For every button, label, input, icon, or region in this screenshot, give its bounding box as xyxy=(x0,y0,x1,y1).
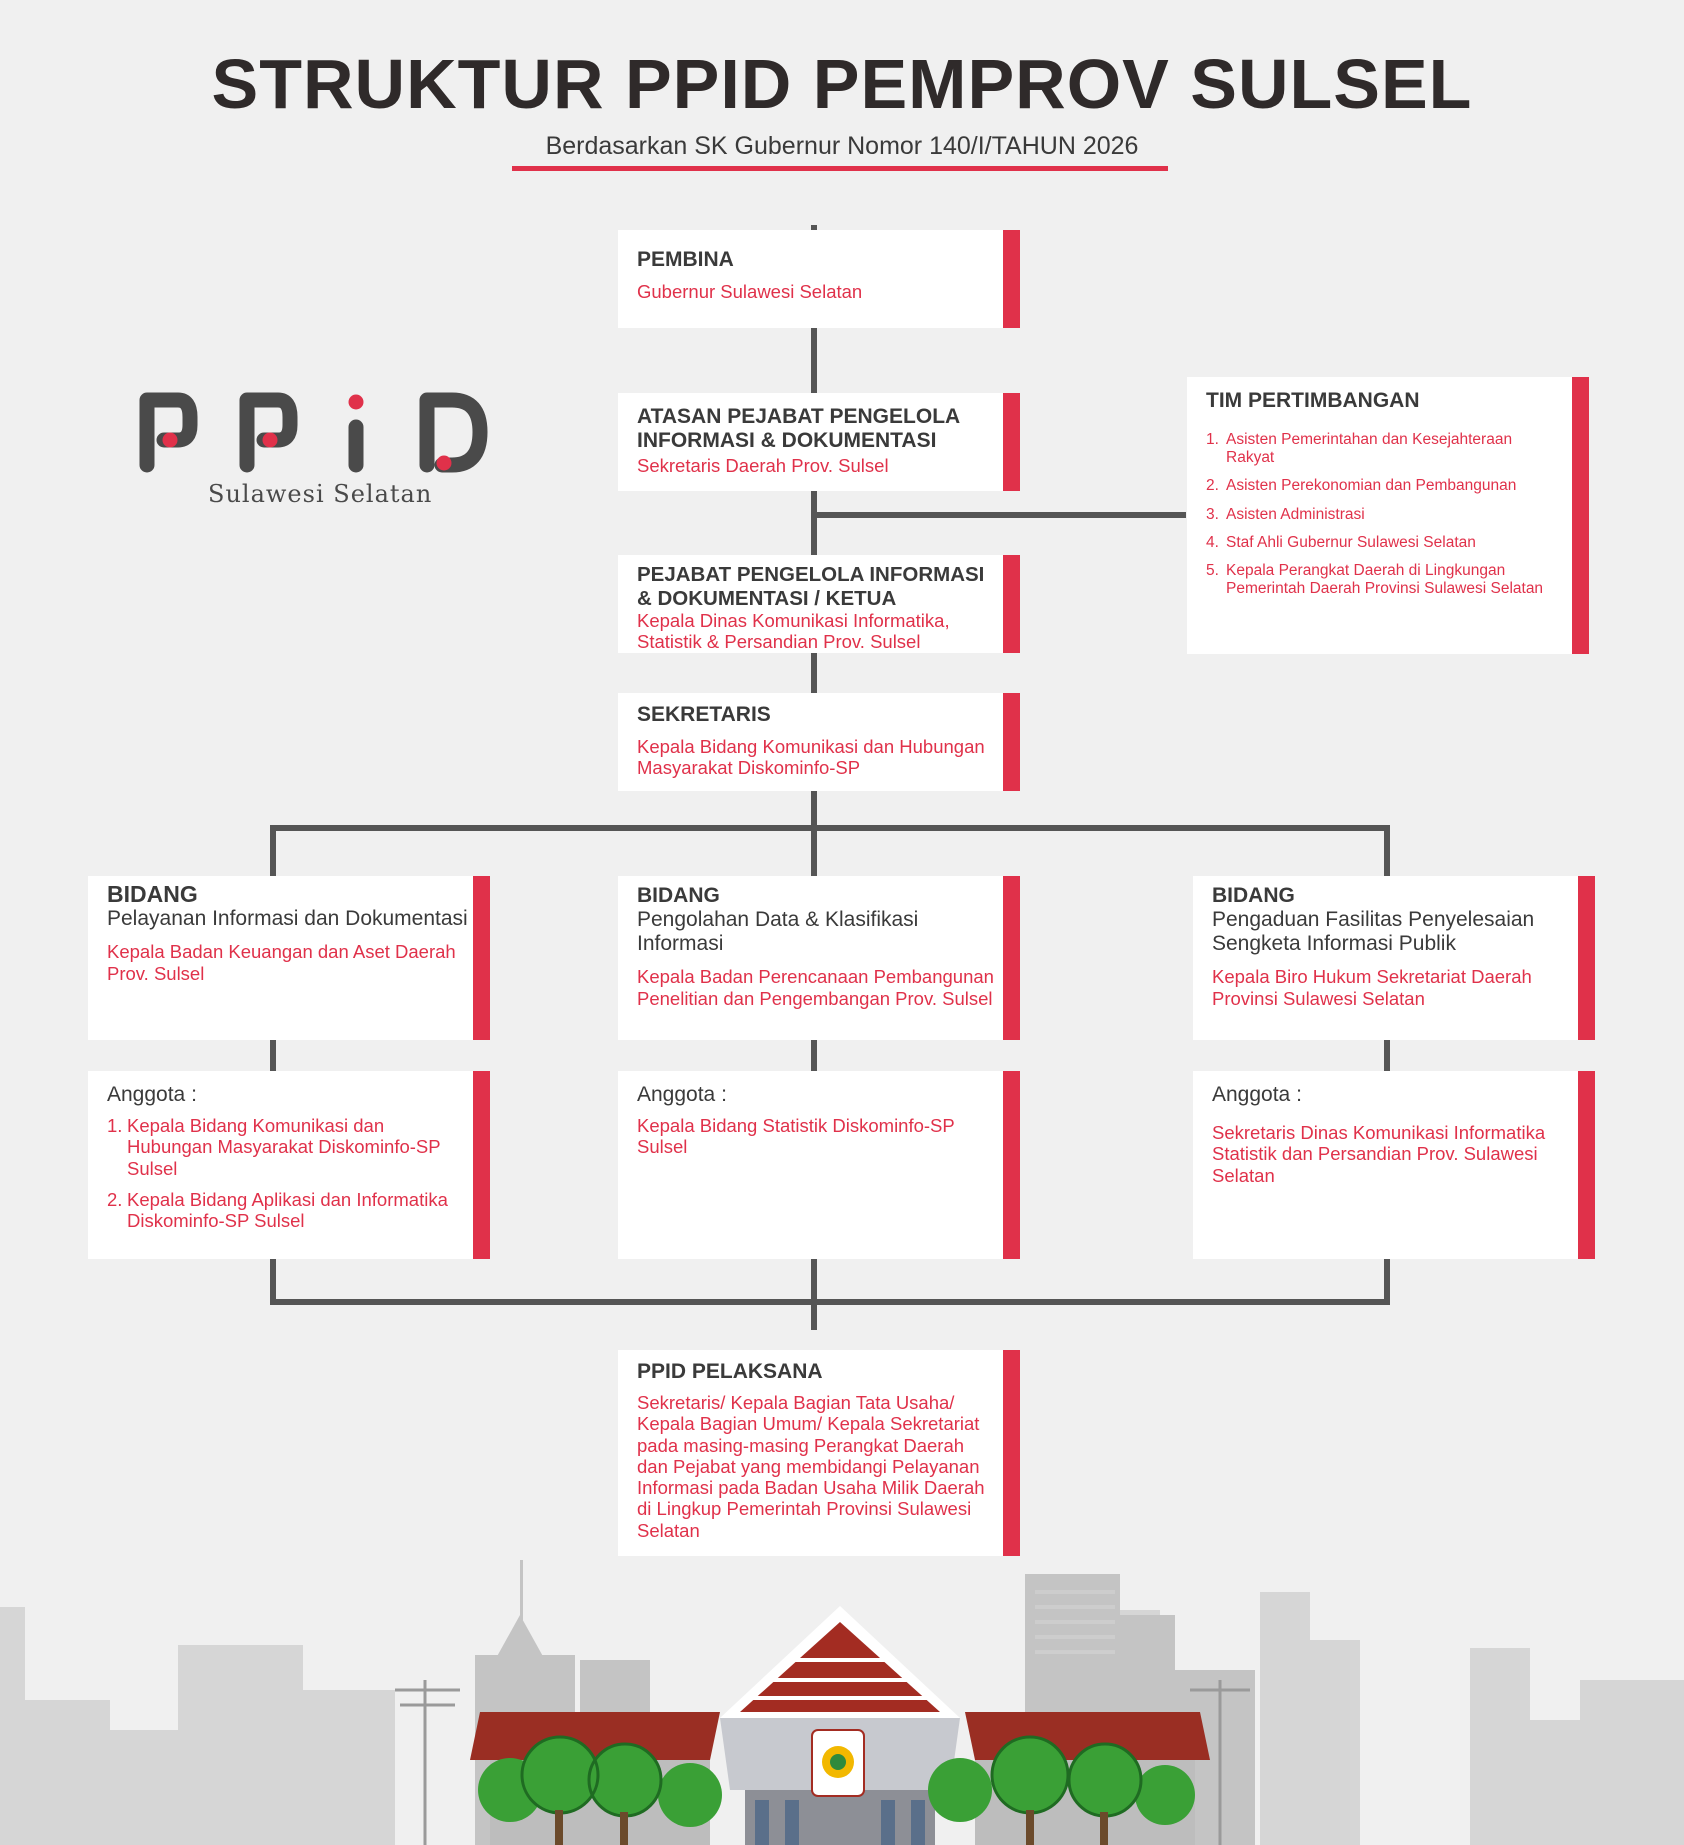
connector-line xyxy=(1384,825,1390,1305)
anggota-right-item: Sekretaris Dinas Komunikasi Informatika … xyxy=(1212,1122,1546,1186)
subtitle-underline xyxy=(512,166,1168,171)
pelaksana-title: PPID PELAKSANA xyxy=(637,1360,823,1383)
anggota-middle-item: Kepala Bidang Statistik Diskominfo-SP Su… xyxy=(637,1115,955,1158)
list-item: Kepala Perangkat Daerah di Lingkungan Pe… xyxy=(1206,561,1544,597)
sekretaris-name: Kepala Bidang Komunikasi dan Hubungan Ma… xyxy=(637,736,985,779)
bidang-name: Pengolahan Data & Klasifikasi Informasi xyxy=(637,908,919,956)
page-title: STRUKTUR PPID PEMPROV SULSEL xyxy=(211,45,1473,123)
anggota-label: Anggota : xyxy=(1212,1083,1302,1106)
bidang-head: Kepala Badan Keuangan dan Aset Daerah Pr… xyxy=(107,941,456,984)
anggota-label: Anggota : xyxy=(637,1083,727,1106)
anggota-left-box: Anggota : Kepala Bidang Komunikasi dan H… xyxy=(88,1071,490,1259)
anggota-list: Kepala Bidang Komunikasi dan Hubungan Ma… xyxy=(107,1115,468,1231)
tim-pertimbangan-box: TIM PERTIMBANGAN Asisten Pemerintahan da… xyxy=(1187,377,1589,654)
pejabat-name: Kepala Dinas Komunikasi Informatika, Sta… xyxy=(637,610,950,653)
list-item: Kepala Bidang Komunikasi dan Hubungan Ma… xyxy=(107,1115,441,1179)
pejabat-title: PEJABAT PENGELOLA INFORMASI & DOKUMENTAS… xyxy=(637,563,985,610)
pembina-name: Gubernur Sulawesi Selatan xyxy=(637,281,863,303)
bidang-head: Kepala Badan Perencanaan Pembangunan Pen… xyxy=(637,966,994,1009)
bidang-name: Pengaduan Fasilitas Penyelesaian Sengket… xyxy=(1212,908,1535,956)
pelaksana-name: Sekretaris/ Kepala Bagian Tata Usaha/ Ke… xyxy=(637,1392,985,1541)
tim-list: Asisten Pemerintahan dan Kesejahteraan R… xyxy=(1206,431,1563,598)
sekretaris-box: SEKRETARIS Kepala Bidang Komunikasi dan … xyxy=(618,693,1020,791)
page-subtitle: Berdasarkan SK Gubernur Nomor 140/I/TAHU… xyxy=(545,132,1139,160)
list-item: Asisten Pemerintahan dan Kesejahteraan R… xyxy=(1206,431,1513,467)
connector-line xyxy=(270,825,1390,831)
pelaksana-box: PPID PELAKSANA Sekretaris/ Kepala Bagian… xyxy=(618,1350,1020,1556)
list-item: Asisten Administrasi xyxy=(1206,505,1365,524)
bidang-left-box: BIDANG Pelayanan Informasi dan Dokumenta… xyxy=(88,876,490,1040)
atasan-box: ATASAN PEJABAT PENGELOLA INFORMASI & DOK… xyxy=(618,393,1020,491)
pejabat-box: PEJABAT PENGELOLA INFORMASI & DOKUMENTAS… xyxy=(618,555,1020,653)
bidang-name: Pelayanan Informasi dan Dokumentasi xyxy=(107,907,468,931)
list-item: Staf Ahli Gubernur Sulawesi Selatan xyxy=(1206,533,1476,552)
list-item: Kepala Bidang Aplikasi dan Informatika D… xyxy=(107,1188,448,1232)
atasan-title: ATASAN PEJABAT PENGELOLA INFORMASI & DOK… xyxy=(637,405,960,453)
ppid-logo-icon xyxy=(139,392,488,473)
anggota-middle-box: Anggota : Kepala Bidang Statistik Diskom… xyxy=(618,1071,1020,1259)
bidang-middle-box: BIDANG Pengolahan Data & Klasifikasi Inf… xyxy=(618,876,1020,1040)
atasan-name: Sekretaris Daerah Prov. Sulsel xyxy=(637,455,889,477)
anggota-label: Anggota : xyxy=(107,1083,197,1106)
connector-line xyxy=(270,825,276,1305)
logo-caption: Sulawesi Selatan xyxy=(208,480,433,508)
bidang-right-box: BIDANG Pengaduan Fasilitas Penyelesaian … xyxy=(1193,876,1595,1040)
pembina-box: PEMBINA Gubernur Sulawesi Selatan xyxy=(618,230,1020,328)
pembina-title: PEMBINA xyxy=(637,248,734,271)
sekretaris-title: SEKRETARIS xyxy=(637,703,771,726)
bidang-label: BIDANG xyxy=(107,881,198,907)
bidang-label: BIDANG xyxy=(1212,884,1295,907)
tim-title: TIM PERTIMBANGAN xyxy=(1206,389,1420,412)
city-skyline-illustration xyxy=(0,1560,1684,1845)
connector-line xyxy=(270,1299,1390,1305)
anggota-right-box: Anggota : Sekretaris Dinas Komunikasi In… xyxy=(1193,1071,1595,1259)
connector-line xyxy=(814,512,1186,518)
bidang-label: BIDANG xyxy=(637,884,720,907)
list-item: Asisten Perekonomian dan Pembangunan xyxy=(1206,477,1517,495)
bidang-head: Kepala Biro Hukum Sekretariat Daerah Pro… xyxy=(1212,966,1532,1009)
